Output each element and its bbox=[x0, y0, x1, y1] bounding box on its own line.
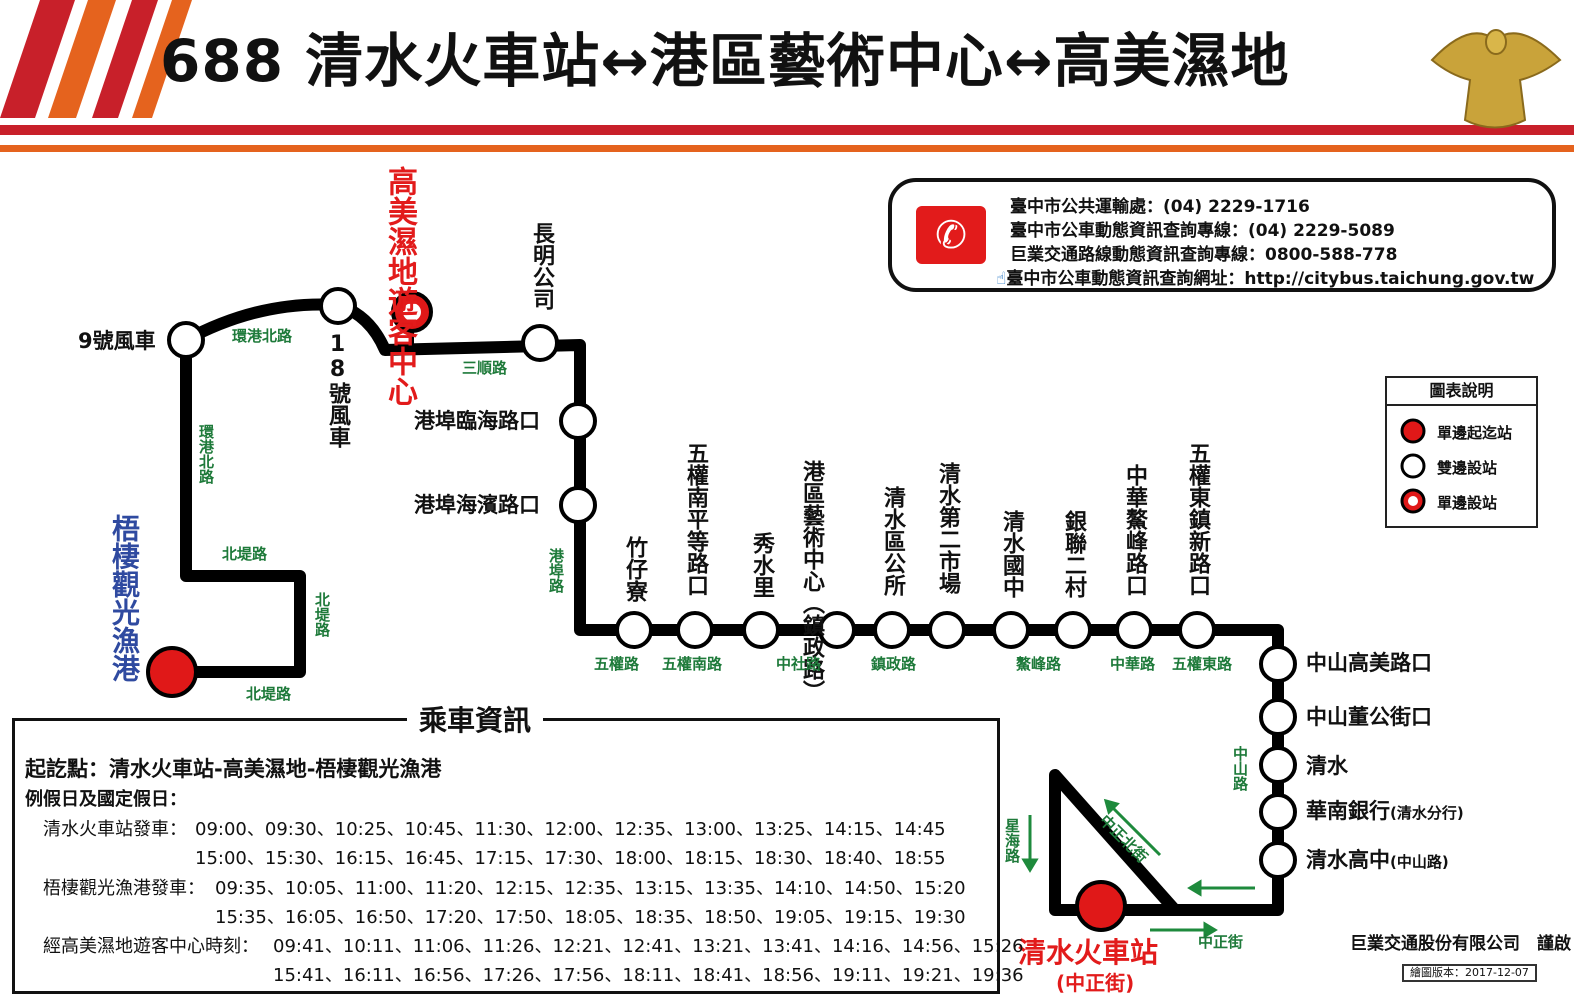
stop-sublabel-station: (中正街) bbox=[1056, 971, 1135, 995]
road-label: 北堤路 bbox=[246, 685, 292, 703]
road-label: 中社路 bbox=[776, 655, 822, 673]
stop-marker-wuquan-nanping[interactable] bbox=[676, 611, 714, 649]
stop-label-donggong[interactable]: 中山董公街口 bbox=[1306, 705, 1432, 729]
departure-times: 15:00、15:30、16:15、16:45、17:15、17:30、18:0… bbox=[195, 848, 946, 869]
road-label: 環港北路 bbox=[197, 424, 215, 484]
contact-box: ✆ 臺中市公共運輸處：(04) 2229-1716 臺中市公車動態資訊查詢專線：… bbox=[888, 178, 1556, 292]
stop-label-windmill9[interactable]: 9號風車 bbox=[78, 329, 156, 353]
departure-label: 經高美濕地遊客中心時刻： bbox=[43, 936, 259, 957]
stop-marker-haibin[interactable] bbox=[559, 486, 597, 524]
departure-times: 15:41、16:11、16:56、17:26、17:56、18:11、18:4… bbox=[273, 965, 1024, 986]
stop-marker-zhuzailiao[interactable] bbox=[615, 611, 653, 649]
departure-times: 15:35、16:05、16:50、17:20、17:50、18:05、18:3… bbox=[215, 907, 966, 928]
road-label: 中正街 bbox=[1198, 933, 1244, 951]
endpoints-text: 起訖點：清水火車站-高美濕地-梧棲觀光漁港 bbox=[25, 757, 442, 781]
contact-url[interactable]: ☝臺中市公車動態資訊查詢網址：http://citybus.taichung.g… bbox=[996, 269, 1535, 289]
stop-sublabel: (中山路) bbox=[1390, 853, 1449, 871]
stop-label-zhuzailiao[interactable]: 竹仔寮 bbox=[622, 536, 647, 602]
direction-arrows bbox=[1021, 798, 1255, 939]
stop-marker-windmill18[interactable] bbox=[319, 287, 357, 325]
stop-marker-huanan-bank[interactable] bbox=[1259, 793, 1297, 831]
stop-label-gaomei-rd[interactable]: 中山高美路口 bbox=[1306, 651, 1432, 675]
stop-marker-wuquan-dong[interactable] bbox=[1178, 611, 1216, 649]
stop-label-huanan-bank[interactable]: 華南銀行(清水分行) bbox=[1306, 799, 1464, 823]
legend-item: 雙邊設站 bbox=[1437, 459, 1498, 477]
departure-label: 清水火車站發車： bbox=[43, 819, 187, 840]
road-label: 五權路 bbox=[594, 655, 640, 673]
stop-marker-district-office[interactable] bbox=[873, 611, 911, 649]
stop-marker-art-center[interactable] bbox=[818, 611, 856, 649]
departure-times: 09:41、10:11、11:06、11:26、12:21、12:41、13:2… bbox=[273, 936, 1024, 957]
road-label: 五權南路 bbox=[662, 655, 723, 673]
stop-label-changming[interactable]: 長明公司 bbox=[529, 222, 554, 310]
stop-marker-windmill9[interactable] bbox=[167, 321, 205, 359]
stop-label-windmill18[interactable]: 18號風車 bbox=[325, 332, 350, 448]
stop-label-station[interactable]: 清水火車站 bbox=[1018, 936, 1159, 969]
legend-box: 圖表說明 單邊起迄站 雙邊設站 單邊設站 bbox=[1385, 376, 1538, 528]
legend-item: 單邊設站 bbox=[1437, 494, 1498, 512]
stop-label-linhai[interactable]: 港埠臨海路口 bbox=[414, 409, 540, 433]
stop-marker-yinlian[interactable] bbox=[1054, 611, 1092, 649]
phone-icon: ✆ bbox=[916, 206, 986, 264]
road-label: 中華路 bbox=[1110, 655, 1156, 673]
road-label: 中山路 bbox=[1231, 746, 1249, 791]
stop-label-wuquan-nanping[interactable]: 五權南平等路口 bbox=[683, 442, 708, 596]
stop-marker-wuqi[interactable] bbox=[146, 646, 198, 698]
ride-info-box: 乘車資訊 起訖點：清水火車站-高美濕地-梧棲觀光漁港 例假日及國定假日： 清水火… bbox=[12, 699, 1024, 994]
road-label: 北堤路 bbox=[313, 592, 331, 637]
road-label: 鎮政路 bbox=[871, 655, 917, 673]
road-label: 鰲峰路 bbox=[1016, 655, 1062, 673]
legend-swatches bbox=[1400, 418, 1426, 514]
stop-marker-gaomei-rd[interactable] bbox=[1259, 645, 1297, 683]
stop-marker-qingshui[interactable] bbox=[1259, 746, 1297, 784]
eagle-emblem-icon bbox=[1430, 29, 1562, 129]
pointer-icon: ☝ bbox=[996, 269, 1007, 289]
contact-line: 臺中市公共運輸處：(04) 2229-1716 bbox=[1010, 197, 1310, 217]
stop-label-junior-high[interactable]: 清水國中 bbox=[999, 510, 1024, 598]
departure-label: 梧棲觀光漁港發車： bbox=[43, 878, 205, 899]
legend-item: 單邊起迄站 bbox=[1437, 424, 1513, 442]
company-credit: 巨業交通股份有限公司 謹啟 bbox=[1350, 934, 1571, 954]
page-title: 688 清水火車站↔港區藝術中心↔高美濕地 bbox=[160, 27, 1290, 95]
version-label: 繪圖版本：2017-12-07 bbox=[1402, 964, 1537, 983]
stop-label-zhonghua-aofeng[interactable]: 中華鰲峰路口 bbox=[1122, 464, 1147, 596]
stop-label-district-office[interactable]: 清水區公所 bbox=[880, 486, 905, 596]
stop-marker-xiushui[interactable] bbox=[742, 611, 780, 649]
ride-info-title: 乘車資訊 bbox=[407, 699, 544, 739]
stop-label-yinlian[interactable]: 銀聯二村 bbox=[1061, 510, 1086, 598]
stop-marker-changming[interactable] bbox=[521, 324, 559, 362]
stop-marker-station[interactable] bbox=[1075, 880, 1127, 932]
road-label: 三順路 bbox=[462, 359, 508, 377]
stop-sublabel: (清水分行) bbox=[1390, 804, 1464, 822]
road-label: 星海路 bbox=[1003, 818, 1021, 863]
holiday-text: 例假日及國定假日： bbox=[25, 789, 187, 810]
stop-marker-junior-high[interactable] bbox=[992, 611, 1030, 649]
stop-label-xiushui[interactable]: 秀水里 bbox=[749, 532, 774, 598]
stop-label-wuqi[interactable]: 梧棲觀光漁港 bbox=[108, 514, 141, 682]
stop-label-wuquan-dong[interactable]: 五權東鎮新路口 bbox=[1185, 442, 1210, 596]
stop-label-qingshui[interactable]: 清水 bbox=[1306, 754, 1348, 778]
stop-label-haibin[interactable]: 港埠海濱路口 bbox=[414, 493, 540, 517]
header-stripes bbox=[0, 0, 1574, 152]
road-label: 五權東路 bbox=[1172, 655, 1233, 673]
road-label: 北堤路 bbox=[222, 545, 268, 563]
stop-marker-market2[interactable] bbox=[928, 611, 966, 649]
stop-marker-donggong[interactable] bbox=[1259, 698, 1297, 736]
departure-times: 09:35、10:05、11:00、11:20、12:15、12:35、13:1… bbox=[215, 878, 966, 899]
stop-marker-linhai[interactable] bbox=[559, 402, 597, 440]
contact-line: 臺中市公車動態資訊查詢專線：(04) 2229-5089 bbox=[1010, 221, 1395, 241]
departure-times: 09:00、09:30、10:25、10:45、11:30、12:00、12:3… bbox=[195, 819, 946, 840]
stop-marker-zhonghua-aofeng[interactable] bbox=[1115, 611, 1153, 649]
road-label: 環港北路 bbox=[232, 327, 293, 345]
stop-label-market2[interactable]: 清水第二市場 bbox=[935, 462, 960, 594]
contact-line: 巨業交通路線動態資訊查詢專線：0800-588-778 bbox=[1010, 245, 1398, 265]
station-markers bbox=[146, 287, 1297, 932]
road-label: 港埠路 bbox=[547, 548, 565, 593]
stop-label-art-center[interactable]: 港區藝術中心（鎮政路） bbox=[799, 460, 824, 702]
stop-label-gaomei[interactable]: 高美濕地遊客中心 bbox=[382, 166, 417, 406]
legend-title: 圖表說明 bbox=[1387, 378, 1536, 406]
stop-label-senior-high[interactable]: 清水高中(中山路) bbox=[1306, 848, 1449, 872]
stop-marker-senior-high[interactable] bbox=[1259, 841, 1297, 879]
